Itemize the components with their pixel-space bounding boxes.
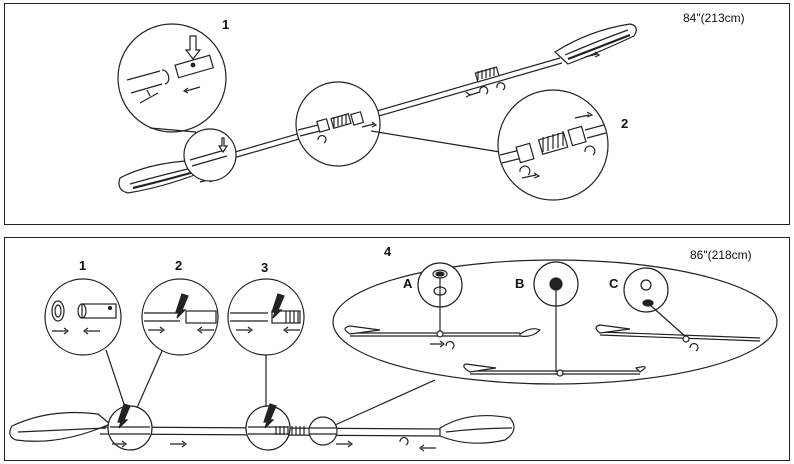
callout-detail-left: [183, 128, 237, 182]
callout-step-1-bottom: [44, 278, 122, 356]
bottom-step-label-3: 3: [261, 260, 268, 275]
callout-step-3-bottom: [227, 278, 305, 356]
bottom-length-label: 86"(218cm): [690, 248, 752, 262]
top-step-label-1: 1: [222, 17, 229, 32]
top-length-label: 84"(213cm): [683, 11, 745, 25]
bottom-paddle: [9, 403, 515, 452]
bottom-step-label-2: 2: [175, 258, 182, 273]
callout-step-1: [117, 23, 227, 133]
callout-ferrule-center: [295, 81, 501, 167]
option-label-a: A: [403, 276, 413, 291]
option-label-b: B: [515, 276, 524, 291]
option-label-c: C: [609, 276, 619, 291]
callout-step-2: [497, 89, 609, 201]
bottom-step-label-4: 4: [384, 244, 392, 259]
top-step-label-2: 2: [621, 116, 628, 131]
callout-step-4-ellipse: [332, 259, 778, 385]
bottom-step-label-1: 1: [79, 258, 86, 273]
callout-step-2-bottom: [141, 278, 219, 356]
